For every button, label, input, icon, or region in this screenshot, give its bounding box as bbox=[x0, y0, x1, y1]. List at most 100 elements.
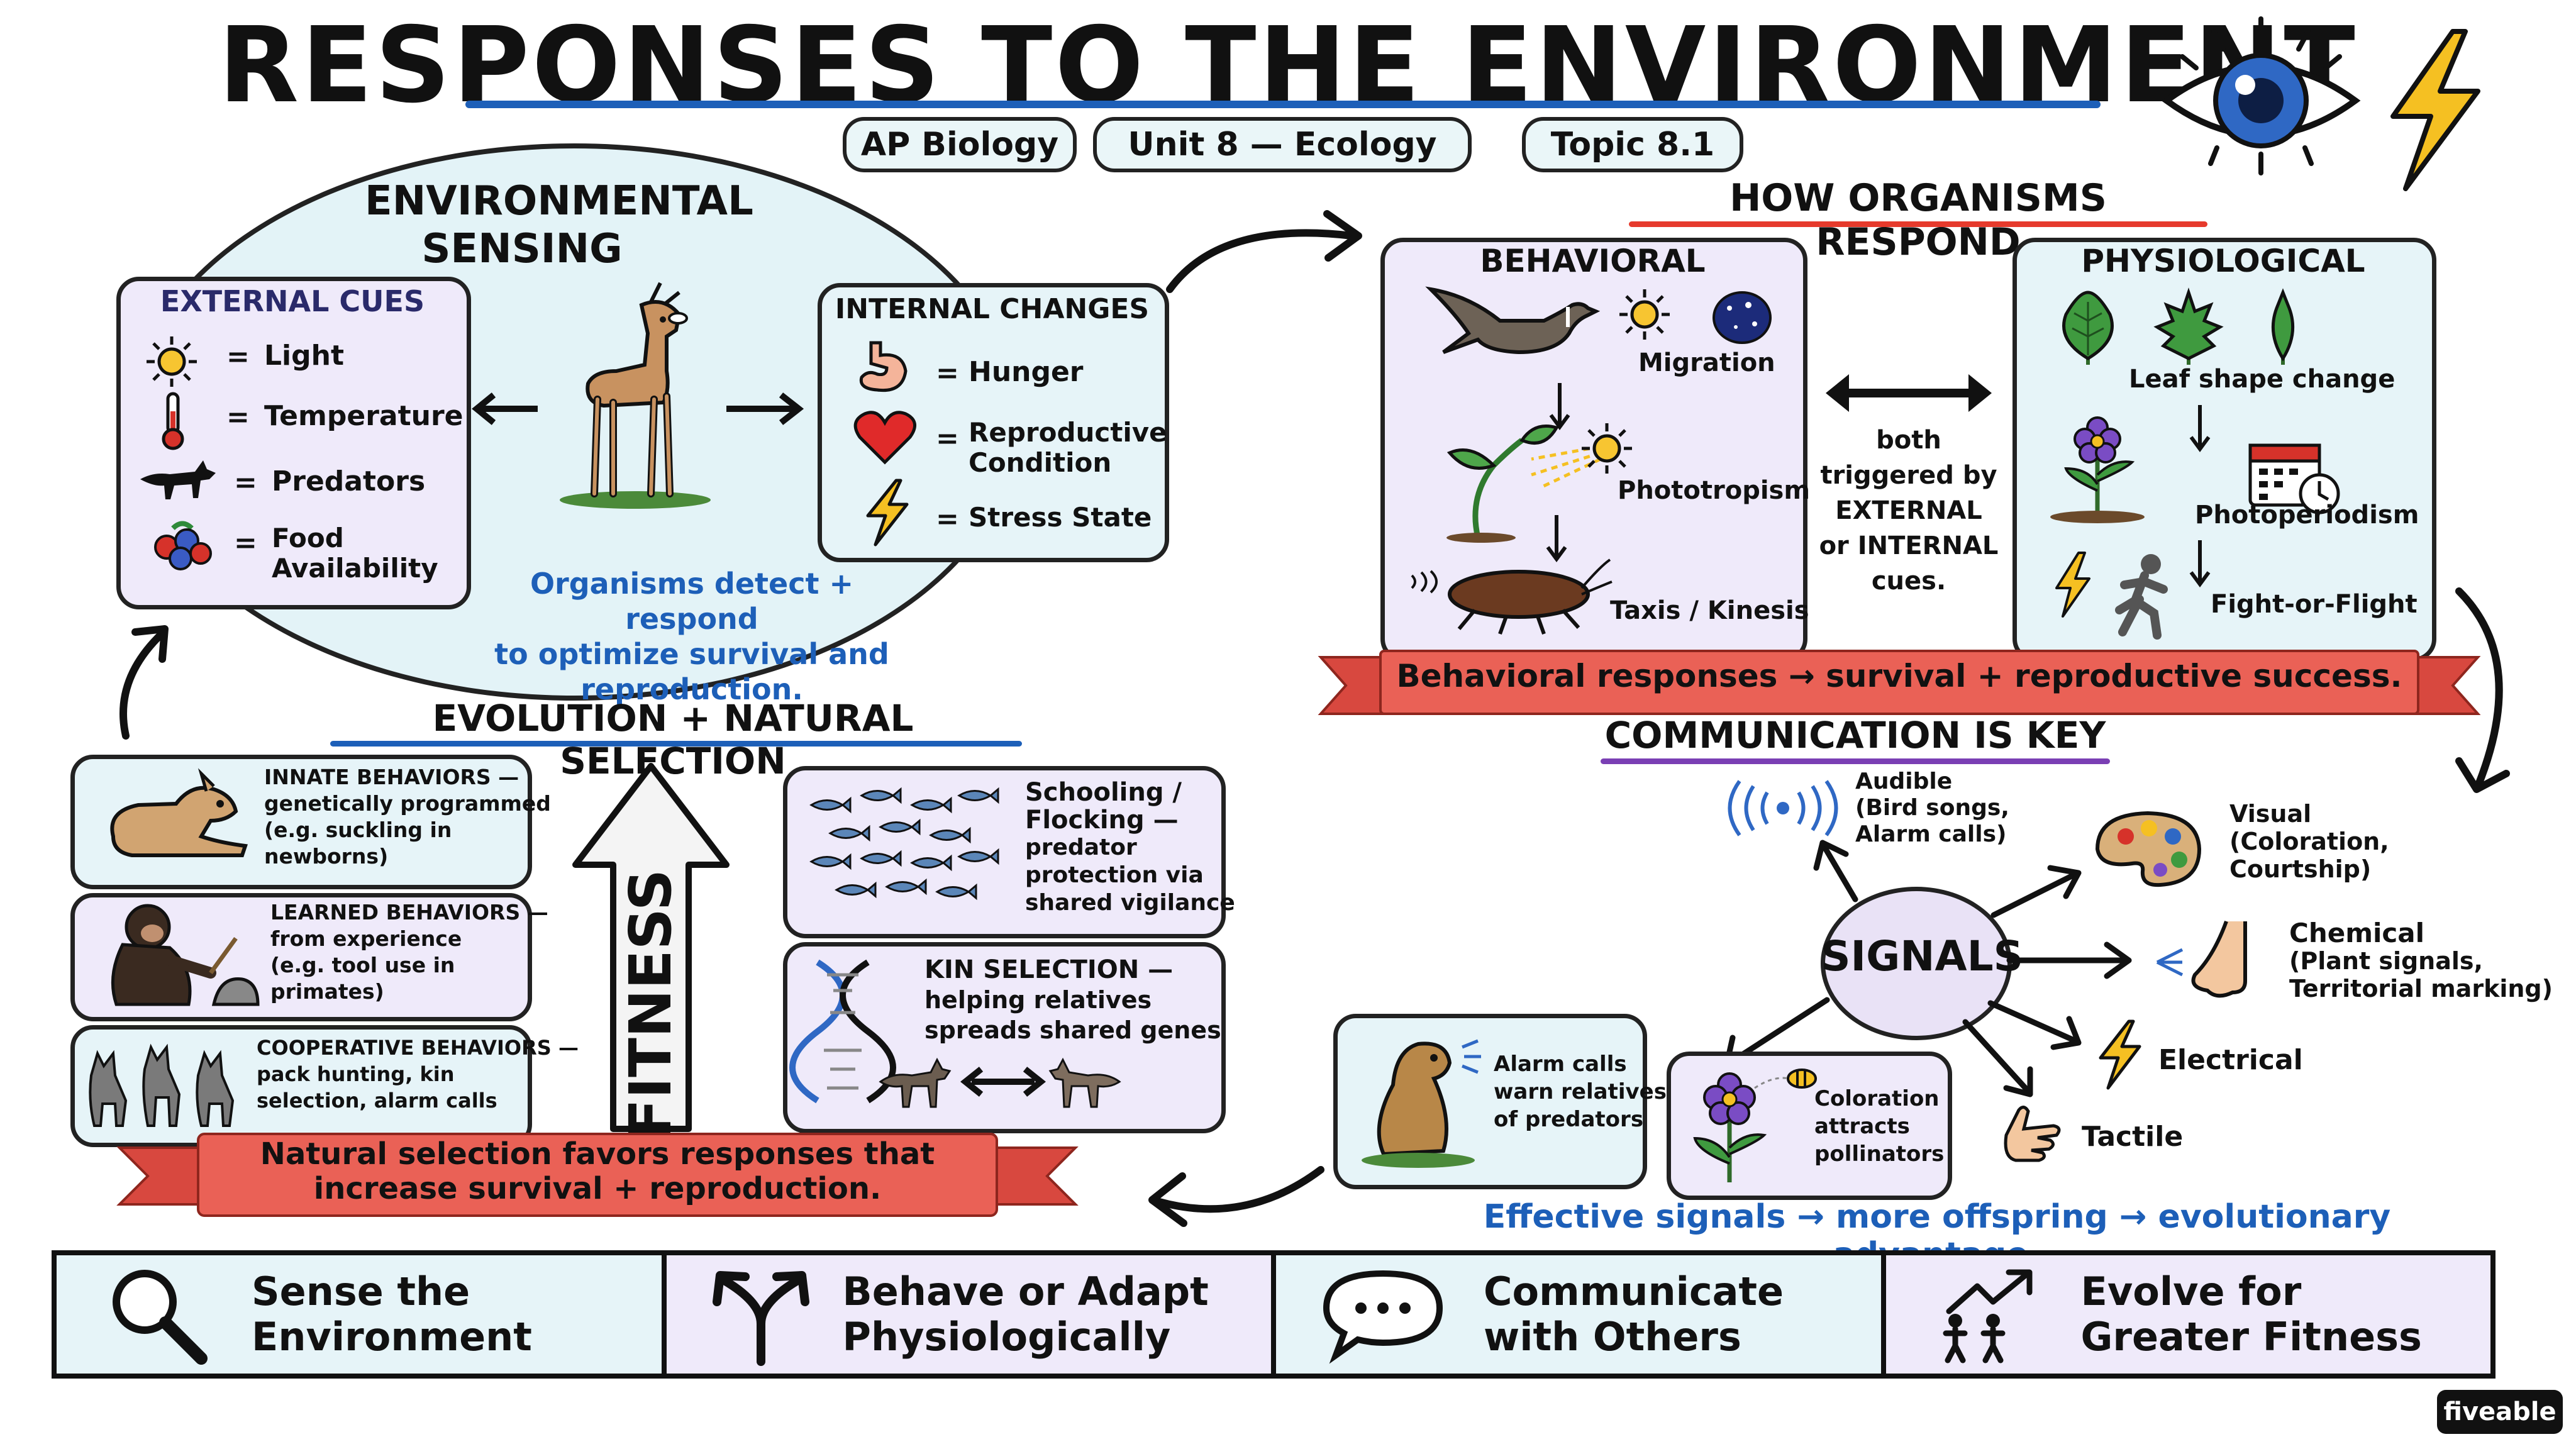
tag-unit: Unit 8 — Ecology bbox=[1093, 117, 1472, 172]
sensing-caption-line3: reproduction. bbox=[580, 672, 803, 706]
footer-sense-text: Sense the Environment bbox=[252, 1269, 532, 1360]
kin-line3: spreads shared genes bbox=[924, 1016, 1221, 1044]
eq-reproductive: = bbox=[936, 423, 959, 455]
evolution-title: EVOLUTION + NATURAL SELECTION bbox=[432, 697, 914, 782]
both-line5: cues. bbox=[1871, 567, 1946, 596]
behavioral-migration: Migration bbox=[1638, 348, 1775, 377]
footer-communicate-text: Communicate with Others bbox=[1484, 1269, 1784, 1360]
fish-school-icon bbox=[809, 787, 999, 901]
evolution-banner-text: Natural selection favors responses that … bbox=[198, 1137, 997, 1206]
coloration-line2: attracts bbox=[1814, 1114, 1910, 1139]
deer-illustration bbox=[560, 282, 711, 509]
kin-selection-text: KIN SELECTION — helping relatives spread… bbox=[924, 955, 1221, 1045]
signals-arrows bbox=[1723, 840, 2132, 1097]
physiological-down-arrow-2 bbox=[2189, 540, 2211, 588]
innate-line4: newborns) bbox=[264, 844, 389, 869]
innate-line3: (e.g. suckling in bbox=[264, 818, 452, 842]
kin-wolves-icon bbox=[879, 1057, 1121, 1108]
sun-phototropism-icon bbox=[1582, 423, 1632, 474]
stomach-icon bbox=[859, 341, 908, 392]
learned-line1: LEARNED BEHAVIORS — bbox=[270, 900, 548, 924]
respond-banner-text: Behavioral responses → survival + reprod… bbox=[1396, 658, 2402, 694]
palette-icon bbox=[2095, 811, 2202, 887]
fawn-icon bbox=[110, 768, 248, 857]
nose-icon bbox=[2156, 920, 2247, 998]
seedling-icon bbox=[1446, 425, 1559, 543]
flower-bee-icon bbox=[1693, 1069, 1817, 1182]
cue-light: Light bbox=[264, 340, 344, 372]
footer-step-sense: Sense the Environment bbox=[57, 1255, 667, 1374]
sensing-title-line2: SENSING bbox=[421, 226, 623, 272]
coloration-line1: Coloration bbox=[1814, 1086, 1940, 1111]
sensing-caption-line2: to optimize survival and bbox=[494, 637, 889, 671]
sun-icon bbox=[147, 336, 197, 387]
sun-migration-icon bbox=[1619, 289, 1670, 340]
eq-stress: = bbox=[936, 503, 959, 535]
both-line1: both bbox=[1876, 426, 1941, 455]
alarm-line2: warn relatives bbox=[1494, 1079, 1667, 1104]
footer-evolve-line1: Evolve for bbox=[2080, 1269, 2302, 1314]
berries-icon bbox=[154, 521, 212, 570]
electrical-lightning-icon bbox=[2099, 1019, 2141, 1090]
audible-line1: Audible bbox=[1855, 769, 1953, 794]
coloration-line3: pollinators bbox=[1814, 1141, 1945, 1167]
physiological-fight-flight: Fight-or-Flight bbox=[2211, 590, 2418, 619]
footer-evolve-line2: Greater Fitness bbox=[2080, 1314, 2422, 1360]
visual-line2: (Coloration, bbox=[2229, 828, 2389, 855]
people-growth-icon bbox=[1943, 1269, 2032, 1363]
sensing-title: ENVIRONMENTAL SENSING bbox=[365, 177, 753, 273]
communication-to-evolution-arrow bbox=[1148, 1166, 1324, 1227]
magnifier-icon bbox=[113, 1270, 208, 1365]
alarm-calls-text: Alarm calls warn relatives of predators bbox=[1494, 1050, 1667, 1133]
eq-predators: = bbox=[234, 467, 257, 499]
schooling-line1: Schooling / bbox=[1025, 778, 1182, 807]
eye-icon bbox=[2161, 16, 2361, 175]
footer-sense-line1: Sense the bbox=[252, 1269, 470, 1314]
internal-changes-title: INTERNAL CHANGES bbox=[835, 293, 1150, 325]
title-underline bbox=[465, 101, 2101, 108]
visual-line1: Visual bbox=[2229, 800, 2312, 828]
innate-line1: INNATE BEHAVIORS — bbox=[264, 765, 519, 789]
signal-electrical: Electrical bbox=[2158, 1044, 2303, 1076]
schooling-line3: predator bbox=[1025, 835, 1137, 860]
footer-step-communicate: Communicate with Others bbox=[1276, 1255, 1886, 1374]
fitness-label: FITNESS bbox=[617, 869, 684, 1138]
signals-label: SIGNALS bbox=[1821, 932, 2024, 980]
respond-title: HOW ORGANISMS RESPOND bbox=[1729, 176, 2107, 264]
cooperative-line2: pack hunting, kin bbox=[257, 1062, 455, 1086]
external-cues-title: EXTERNAL CUES bbox=[160, 284, 425, 318]
fiveable-logo-text: fiveable bbox=[2443, 1397, 2557, 1426]
respond-banner-ribbon bbox=[1318, 650, 2481, 715]
stress-lightning-icon bbox=[866, 479, 909, 547]
both-line3: EXTERNAL bbox=[1835, 496, 1982, 525]
both-triggered-text: both triggered by EXTERNAL or INTERNAL c… bbox=[1811, 423, 2006, 599]
sound-waves-icon bbox=[1728, 780, 1838, 836]
schooling-box bbox=[783, 766, 1226, 938]
learned-line3: (e.g. tool use in bbox=[270, 953, 455, 977]
deer-left-arrow bbox=[472, 392, 538, 425]
cue-food-line2: Availability bbox=[272, 553, 438, 584]
eq-food: = bbox=[234, 527, 257, 559]
behavioral-down-arrow-2 bbox=[1546, 515, 1567, 563]
fiveable-logo: fiveable bbox=[2437, 1390, 2563, 1434]
footer-evolve-text: Evolve for Greater Fitness bbox=[2081, 1269, 2422, 1360]
audible-line3: Alarm calls) bbox=[1855, 821, 2007, 847]
footer-step-evolve: Evolve for Greater Fitness bbox=[1885, 1255, 2490, 1374]
footer-behave-text: Behave or Adapt Physiologically bbox=[843, 1269, 1209, 1360]
kin-line2: helping relatives bbox=[924, 986, 1152, 1014]
learned-text: LEARNED BEHAVIORS — from experience (e.g… bbox=[270, 899, 548, 1005]
heart-icon bbox=[853, 411, 916, 465]
dna-icon bbox=[789, 959, 896, 1104]
kin-line1: KIN SELECTION — bbox=[924, 955, 1174, 984]
cooperative-line3: selection, alarm calls bbox=[257, 1089, 497, 1113]
physiological-leaf-shape: Leaf shape change bbox=[2129, 365, 2396, 394]
wolf-pack-icon bbox=[89, 1043, 235, 1127]
evolution-to-sensing-arrow bbox=[119, 625, 169, 740]
audible-line2: (Bird songs, bbox=[1855, 795, 2009, 821]
footer-behave-line1: Behave or Adapt bbox=[842, 1269, 1209, 1314]
footer-behave-line2: Physiologically bbox=[842, 1314, 1171, 1360]
sensing-caption-line1: Organisms detect + respond bbox=[530, 567, 854, 636]
leaves-icon bbox=[2062, 287, 2295, 365]
learned-line4: primates) bbox=[270, 979, 384, 1004]
chemical-line3: Territorial marking) bbox=[2289, 975, 2553, 1002]
